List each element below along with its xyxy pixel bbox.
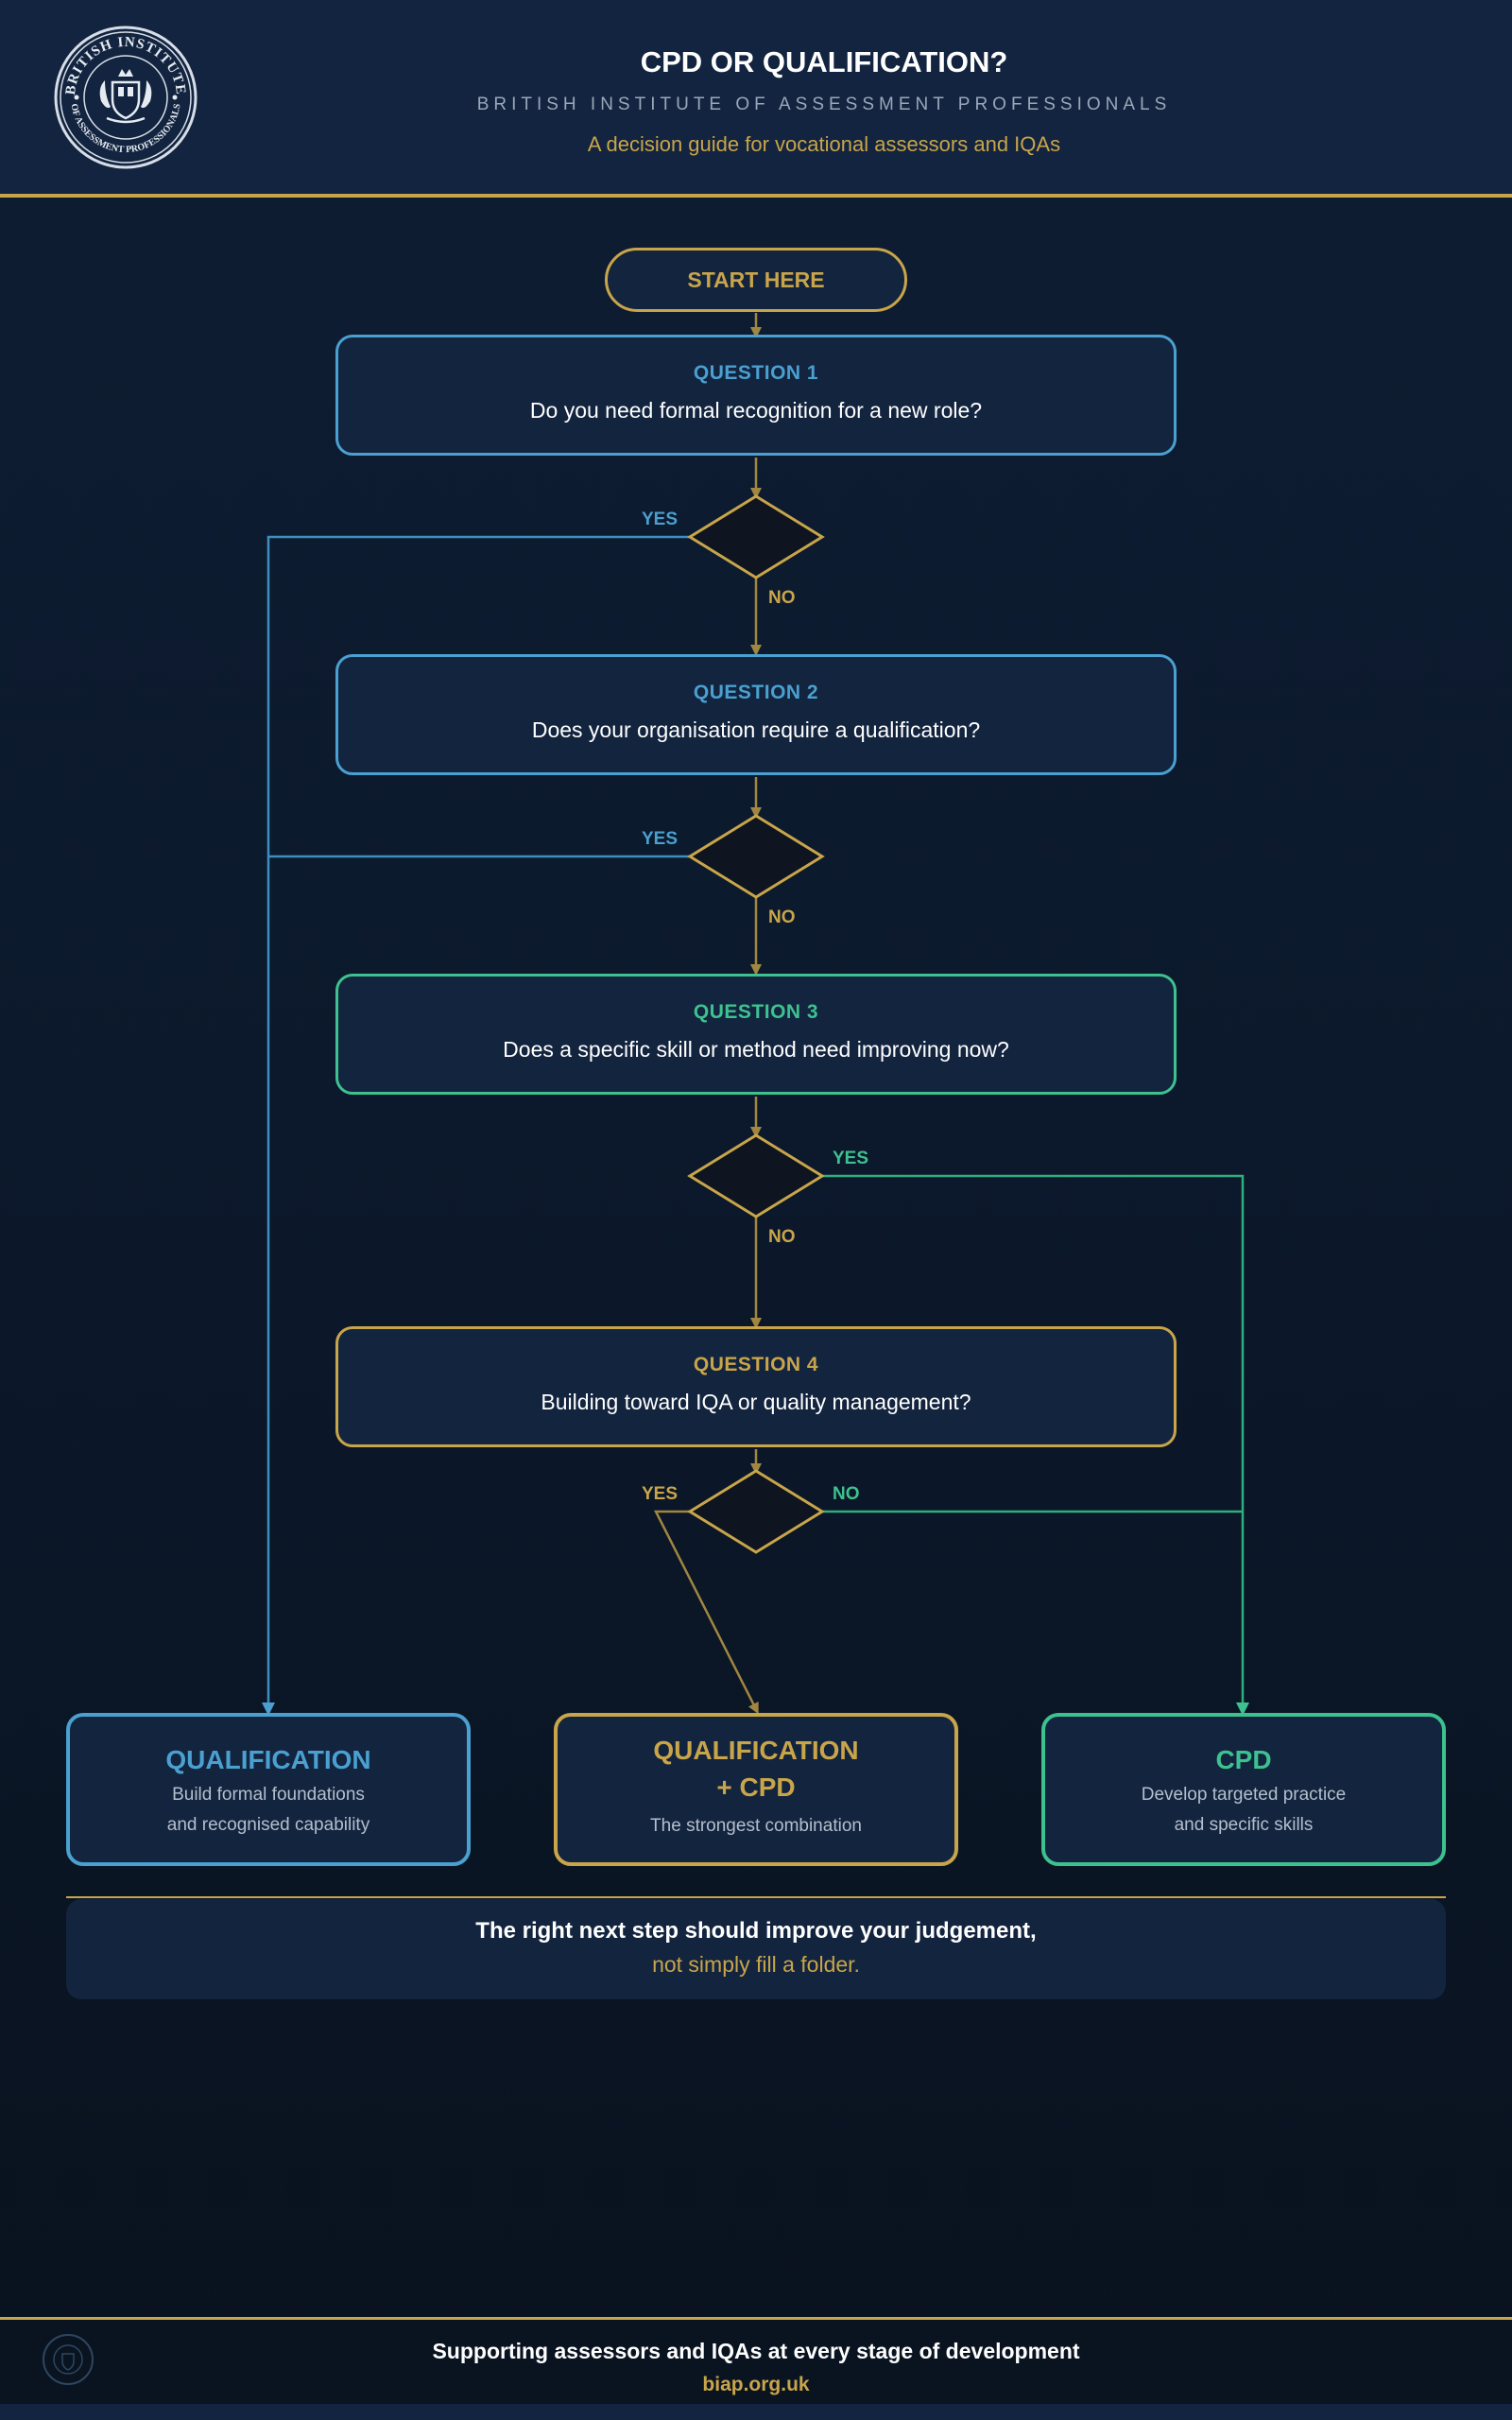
question-2-box: QUESTION 2 Does your organisation requir… bbox=[335, 654, 1177, 775]
header: BRITISH INSTITUTE OF ASSESSMENT PROFESSI… bbox=[0, 0, 1512, 198]
edge-label-q3-no: NO bbox=[768, 1227, 796, 1247]
crest-seal-icon: BRITISH INSTITUTE OF ASSESSMENT PROFESSI… bbox=[54, 26, 198, 169]
question-1-box: QUESTION 1 Do you need formal recognitio… bbox=[335, 335, 1177, 456]
outcome-qualification-desc-line1: Build formal foundations bbox=[172, 1785, 365, 1805]
key-message-line2: not simply fill a folder. bbox=[652, 1952, 860, 1977]
footer: Supporting assessors and IQAs at every s… bbox=[0, 2317, 1512, 2407]
question-2-text: Does your organisation require a qualifi… bbox=[531, 717, 981, 742]
outcome-qualification-desc-line2: and recognised capability bbox=[166, 1815, 370, 1835]
organisation-name: BRITISH INSTITUTE OF ASSESSMENT PROFESSI… bbox=[476, 95, 1172, 114]
edge-label-q2-yes: YES bbox=[642, 829, 679, 849]
outcome-cpd-title: CPD bbox=[1215, 1745, 1272, 1774]
question-4-text: Building toward IQA or quality managemen… bbox=[541, 1390, 971, 1414]
start-node: START HERE bbox=[605, 248, 907, 312]
page-tagline: A decision guide for vocational assessor… bbox=[587, 132, 1061, 156]
footer-website-link[interactable]: biap.org.uk bbox=[702, 2374, 810, 2395]
question-4-heading: QUESTION 4 bbox=[693, 1354, 819, 1375]
key-message-panel: The right next step should improve your … bbox=[66, 1899, 1446, 1999]
arrow-q4-yes-to-combination bbox=[653, 1510, 759, 1715]
outcome-combination-title-line2: + CPD bbox=[716, 1772, 796, 1802]
footer-crest-icon bbox=[43, 2334, 94, 2385]
decision-diamond-1 bbox=[687, 494, 825, 579]
outcome-combination-desc: The strongest combination bbox=[650, 1816, 862, 1836]
edge-label-q1-no: NO bbox=[768, 588, 796, 608]
decision-diamond-3 bbox=[687, 1133, 825, 1219]
question-1-heading: QUESTION 1 bbox=[693, 362, 819, 384]
outcome-qualification-plus-cpd: QUALIFICATION + CPD The strongest combin… bbox=[554, 1713, 958, 1866]
outcome-combination-title-line1: QUALIFICATION bbox=[653, 1736, 859, 1765]
bottom-strip bbox=[0, 2404, 1512, 2420]
edge-label-q3-yes: YES bbox=[833, 1149, 869, 1168]
question-3-heading: QUESTION 3 bbox=[693, 1001, 819, 1023]
page-title: CPD OR QUALIFICATION? bbox=[640, 45, 1008, 78]
edge-label-q1-yes: YES bbox=[642, 510, 679, 529]
footer-tagline: Supporting assessors and IQAs at every s… bbox=[432, 2339, 1080, 2363]
outcome-qualification: QUALIFICATION Build formal foundations a… bbox=[66, 1713, 471, 1866]
key-message-line1: The right next step should improve your … bbox=[475, 1918, 1037, 1944]
decision-diamond-4 bbox=[687, 1469, 825, 1554]
outcome-qualification-title: QUALIFICATION bbox=[165, 1745, 371, 1774]
arrow-q1-yes-to-qualification bbox=[262, 535, 690, 1716]
decision-diamond-2 bbox=[687, 814, 825, 899]
flowchart-connectors bbox=[262, 313, 1249, 1716]
arrow-q3-yes-to-cpd bbox=[822, 1174, 1249, 1716]
edge-label-q2-no: NO bbox=[768, 908, 796, 927]
outcome-cpd-desc-line1: Develop targeted practice bbox=[1141, 1785, 1347, 1805]
question-2-heading: QUESTION 2 bbox=[693, 682, 819, 703]
edge-label-q4-no: NO bbox=[833, 1484, 860, 1504]
question-3-text: Does a specific skill or method need imp… bbox=[503, 1037, 1009, 1062]
question-4-box: QUESTION 4 Building toward IQA or qualit… bbox=[335, 1326, 1177, 1447]
message-divider bbox=[66, 1896, 1446, 1898]
question-3-box: QUESTION 3 Does a specific skill or meth… bbox=[335, 974, 1177, 1095]
outcome-cpd-desc-line2: and specific skills bbox=[1174, 1815, 1314, 1835]
edge-label-q4-yes: YES bbox=[642, 1484, 679, 1504]
outcome-cpd: CPD Develop targeted practice and specif… bbox=[1041, 1713, 1446, 1866]
question-1-text: Do you need formal recognition for a new… bbox=[529, 398, 983, 423]
